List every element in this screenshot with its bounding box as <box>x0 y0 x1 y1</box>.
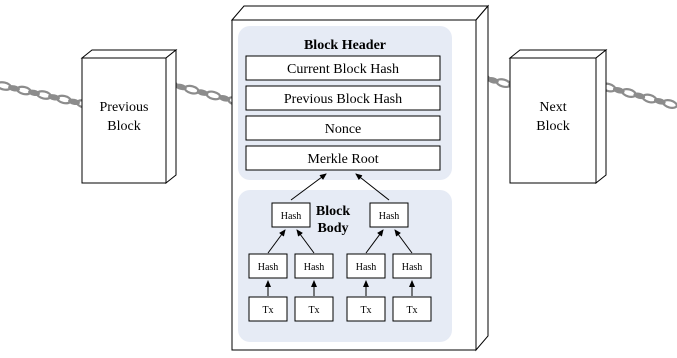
previous-block: Previous Block <box>80 48 178 185</box>
arrow-leaf2-parent <box>296 229 315 254</box>
block-header-panel: Block Header Current Block Hash Previous… <box>238 26 452 180</box>
nonce-field <box>245 115 441 141</box>
next-block: Next Block <box>508 48 608 185</box>
hash-node-right <box>369 202 409 228</box>
hash-node-right-label: Hash <box>379 211 400 222</box>
tx-node-4-label: Tx <box>406 305 417 316</box>
next-block-label-line2: Block <box>536 119 569 134</box>
tx-node-1 <box>248 296 288 322</box>
hash-node-left-label: Hash <box>281 211 302 222</box>
merkle-tree-arrows <box>265 173 415 296</box>
merkle-root-label: Merkle Root <box>307 152 378 167</box>
hash-leaf-3-label: Hash <box>356 262 377 273</box>
previous-block-label-line1: Previous <box>100 100 149 115</box>
hash-leaf-3 <box>346 253 386 279</box>
current-block-hash-label: Current Block Hash <box>287 62 399 77</box>
block-header-title: Block Header <box>304 38 386 53</box>
nonce-label: Nonce <box>325 122 362 137</box>
arrow-right-root <box>355 173 390 201</box>
hash-leaf-4 <box>392 253 432 279</box>
arrow-left-root <box>290 173 327 201</box>
hash-leaf-1-label: Hash <box>258 262 279 273</box>
block-body-title-line2: Body <box>317 221 348 236</box>
hash-leaf-2-label: Hash <box>304 262 325 273</box>
previous-block-hash-field <box>245 85 441 111</box>
tx-node-1-label: Tx <box>262 305 273 316</box>
hash-leaf-4-label: Hash <box>402 262 423 273</box>
hash-node-left <box>271 202 311 228</box>
chain-link <box>662 99 677 109</box>
chain-left-edge <box>0 81 92 109</box>
hash-leaf-1 <box>248 253 288 279</box>
tx-node-2-label: Tx <box>308 305 319 316</box>
current-block-hash-field <box>245 55 441 81</box>
tx-node-4 <box>392 296 432 322</box>
chain-link <box>205 90 222 101</box>
merkle-tree-nodes: Hash Hash Hash Hash Hash Hash Tx Tx Tx T… <box>248 202 432 322</box>
arrow-leaf3-parent <box>365 229 384 254</box>
block-body-title-line1: Block <box>316 204 350 219</box>
merkle-root-field <box>245 145 441 171</box>
tx-node-3 <box>346 296 386 322</box>
tx-node-3-label: Tx <box>360 305 371 316</box>
chain-link <box>196 89 209 96</box>
hash-leaf-2 <box>294 253 334 279</box>
previous-block-hash-label: Previous Block Hash <box>284 92 402 107</box>
tx-node-2 <box>294 296 334 322</box>
arrow-leaf1-parent <box>267 229 286 254</box>
previous-block-label-line2: Block <box>107 119 140 134</box>
arrow-leaf4-parent <box>394 229 413 254</box>
chain-link <box>495 78 512 89</box>
chain-link <box>183 84 200 95</box>
next-block-label-line1: Next <box>539 100 566 115</box>
chain-link <box>218 95 231 102</box>
